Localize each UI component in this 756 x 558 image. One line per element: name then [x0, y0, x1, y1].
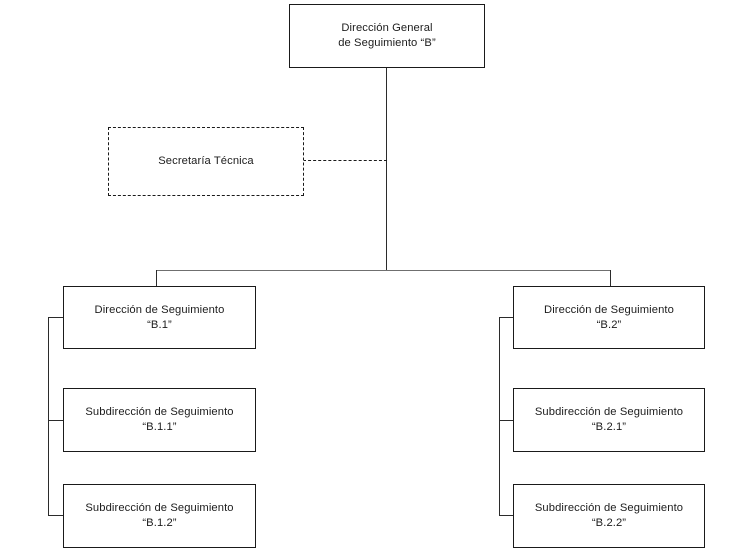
connector-stub-b1: [48, 317, 64, 318]
org-node-subdireccion-b12[interactable]: Subdirección de Seguimiento “B.1.2”: [63, 484, 256, 548]
connector-drop-to-b1: [156, 270, 157, 287]
connector-staff-dashed-link: [303, 160, 387, 161]
org-node-direccion-b2[interactable]: Dirección de Seguimiento “B.2”: [513, 286, 705, 349]
org-node-direccion-b1[interactable]: Dirección de Seguimiento “B.1”: [63, 286, 256, 349]
connector-stub-b11: [48, 420, 64, 421]
org-node-label: Secretaría Técnica: [158, 155, 254, 167]
connector-stub-b12: [48, 515, 64, 516]
org-node-label: Subdirección de Seguimiento “B.1.1”: [85, 406, 234, 433]
org-node-label: Subdirección de Seguimiento “B.2.1”: [534, 406, 684, 433]
connector-right-spine: [499, 317, 500, 515]
org-node-subdireccion-b22[interactable]: Subdirección de Seguimiento “B.2.2”: [513, 484, 705, 548]
org-node-subdireccion-b21[interactable]: Subdirección de Seguimiento “B.2.1”: [513, 388, 705, 452]
connector-distribution-bar: [156, 270, 611, 271]
org-node-label: Dirección General de Seguimiento “B”: [338, 22, 436, 49]
org-node-secretaria-tecnica[interactable]: Secretaría Técnica: [108, 127, 304, 196]
org-node-subdireccion-b11[interactable]: Subdirección de Seguimiento “B.1.1”: [63, 388, 256, 452]
connector-stub-b21: [499, 420, 514, 421]
connector-stub-b2: [499, 317, 514, 318]
connector-left-spine: [48, 317, 49, 515]
org-node-label: Subdirección de Seguimiento “B.1.2”: [85, 502, 234, 529]
org-node-label: Dirección de Seguimiento “B.1”: [94, 303, 225, 331]
connector-root-trunk: [386, 67, 387, 271]
org-node-label: Dirección de Seguimiento “B.2”: [544, 303, 674, 331]
org-node-direccion-general[interactable]: Dirección General de Seguimiento “B”: [289, 4, 485, 68]
connector-stub-b22: [499, 515, 514, 516]
connector-drop-to-b2: [610, 270, 611, 287]
org-node-label: Subdirección de Seguimiento “B.2.2”: [534, 502, 684, 529]
